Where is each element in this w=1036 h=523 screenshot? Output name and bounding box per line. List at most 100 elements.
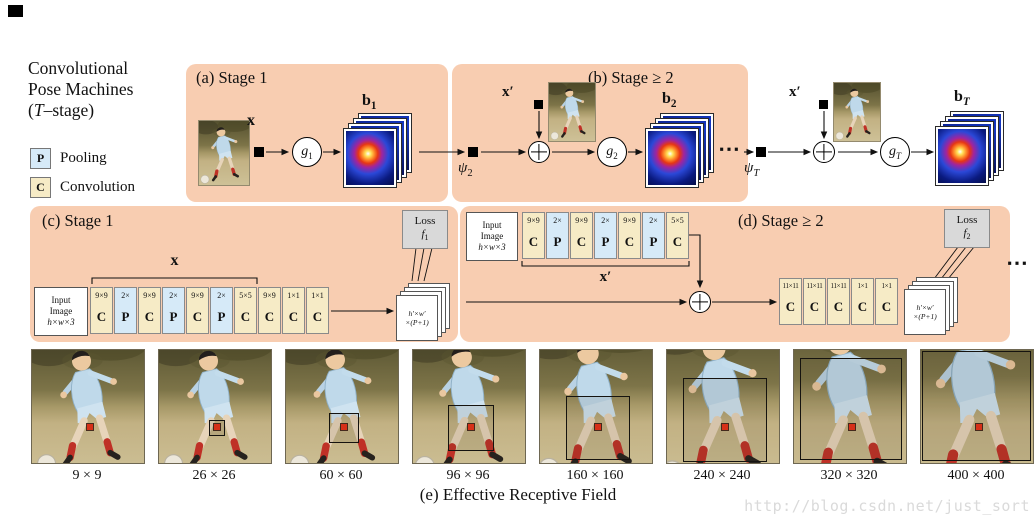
pool-block: 2×P [642,212,665,259]
panel-b-label: (b) Stage ≥ 2 [588,68,674,87]
keypoint-marker [849,424,855,430]
x-label: x [247,112,255,129]
loss-box-f1: Loss f1 [402,210,448,249]
x-prime-label: x′ [502,84,514,100]
corner-artifact [8,5,23,17]
psiT-label: ψT [744,160,760,179]
x-brace-label: x [170,252,179,269]
input-image-box: Input Image h×w×3 [34,287,88,336]
ellipsis: ⋯ [1006,250,1029,275]
stage1-function-node: g1 [292,137,322,167]
title-line3: (T–stage) [28,100,95,120]
pool-block: 2×P [594,212,617,259]
input-image-box: Input Image h×w×3 [466,212,518,261]
convolution-label: Convolution [60,179,136,195]
pooling-label: Pooling [60,150,107,166]
panel-c-label: (c) Stage 1 [42,211,114,230]
erf-size-label: 160 × 160 [566,468,624,483]
pool-block: 2×P [162,287,185,334]
pool-block: 2×P [114,287,137,334]
panel-d-label: (d) Stage ≥ 2 [738,211,824,230]
erf-item: 60 × 60 [285,349,399,484]
legend-convolution: C Convolution [30,177,135,198]
square-marker-icon [534,100,543,109]
receptive-field-photo [666,349,780,464]
x-prime-label: x′ [789,84,801,100]
legend-pooling: P Pooling [30,148,107,169]
psi2-label: ψ2 [458,160,473,179]
square-marker-icon [756,147,766,157]
receptive-field-box [922,351,1031,461]
title-line2: Pose Machines [28,79,134,99]
receptive-field-photo [539,349,653,464]
erf-item: 9 × 9 [31,349,145,484]
belief-map-stack-b2 [646,114,717,191]
erf-item: 26 × 26 [158,349,272,484]
receptive-field-box [683,378,767,462]
pool-block: 2×P [546,212,569,259]
receptive-field-photo [412,349,526,464]
loss-box-f2: Loss f2 [944,209,990,248]
receptive-field-box [800,358,902,460]
ellipsis: ⋯ [718,136,741,161]
plus-circle-icon [813,141,835,163]
plus-circle-icon [689,291,711,313]
receptive-field-photo [920,349,1034,464]
b2-label: b2 [662,90,677,111]
pooling-swatch-icon: P [30,148,51,169]
erf-item: 160 × 160 [539,349,653,484]
stageT-function-node: gT [880,137,910,167]
erf-size-label: 9 × 9 [72,468,102,483]
erf-item: 320 × 320 [793,349,907,484]
keypoint-marker [87,424,93,430]
receptive-field-photo [31,349,145,464]
erf-size-label: 240 × 240 [693,468,751,483]
keypoint-marker [341,424,347,430]
pool-block: 2×P [210,287,233,334]
erf-item: 240 × 240 [666,349,780,484]
belief-map-stack-bT [936,112,1007,189]
receptive-field-photo [158,349,272,464]
erf-size-label: 26 × 26 [192,468,236,483]
person-photo [198,120,250,186]
output-belief-stack: h′×w′ ×(P+1) [396,283,450,341]
erf-size-label: 96 × 96 [446,468,490,483]
b1-label: b1 [362,92,377,113]
plus-circle-icon [528,141,550,163]
erf-row: 9 × 9 26 × 26 60 × 60 96 × 96 [31,349,1034,484]
belief-map-stack-b1 [344,114,415,191]
erf-item: 96 × 96 [412,349,526,484]
erf-caption: (e) Effective Receptive Field [419,485,617,504]
bT-label: bT [954,88,970,109]
square-marker-icon [819,100,828,109]
keypoint-marker [595,424,601,430]
keypoint-marker [214,424,220,430]
watermark: http://blog.csdn.net/just_sort [744,497,1030,515]
erf-size-label: 60 × 60 [319,468,363,483]
title-line1: Convolutional [28,58,129,78]
output-belief-stack: h′×w′ ×(P+1) [904,277,958,335]
receptive-field-photo [793,349,907,464]
receptive-field-photo [285,349,399,464]
stage2-function-node: g2 [597,137,627,167]
square-marker-icon [254,147,264,157]
square-marker-icon [468,147,478,157]
erf-item: 400 × 400 [920,349,1034,484]
convolution-swatch-icon: C [30,177,51,198]
